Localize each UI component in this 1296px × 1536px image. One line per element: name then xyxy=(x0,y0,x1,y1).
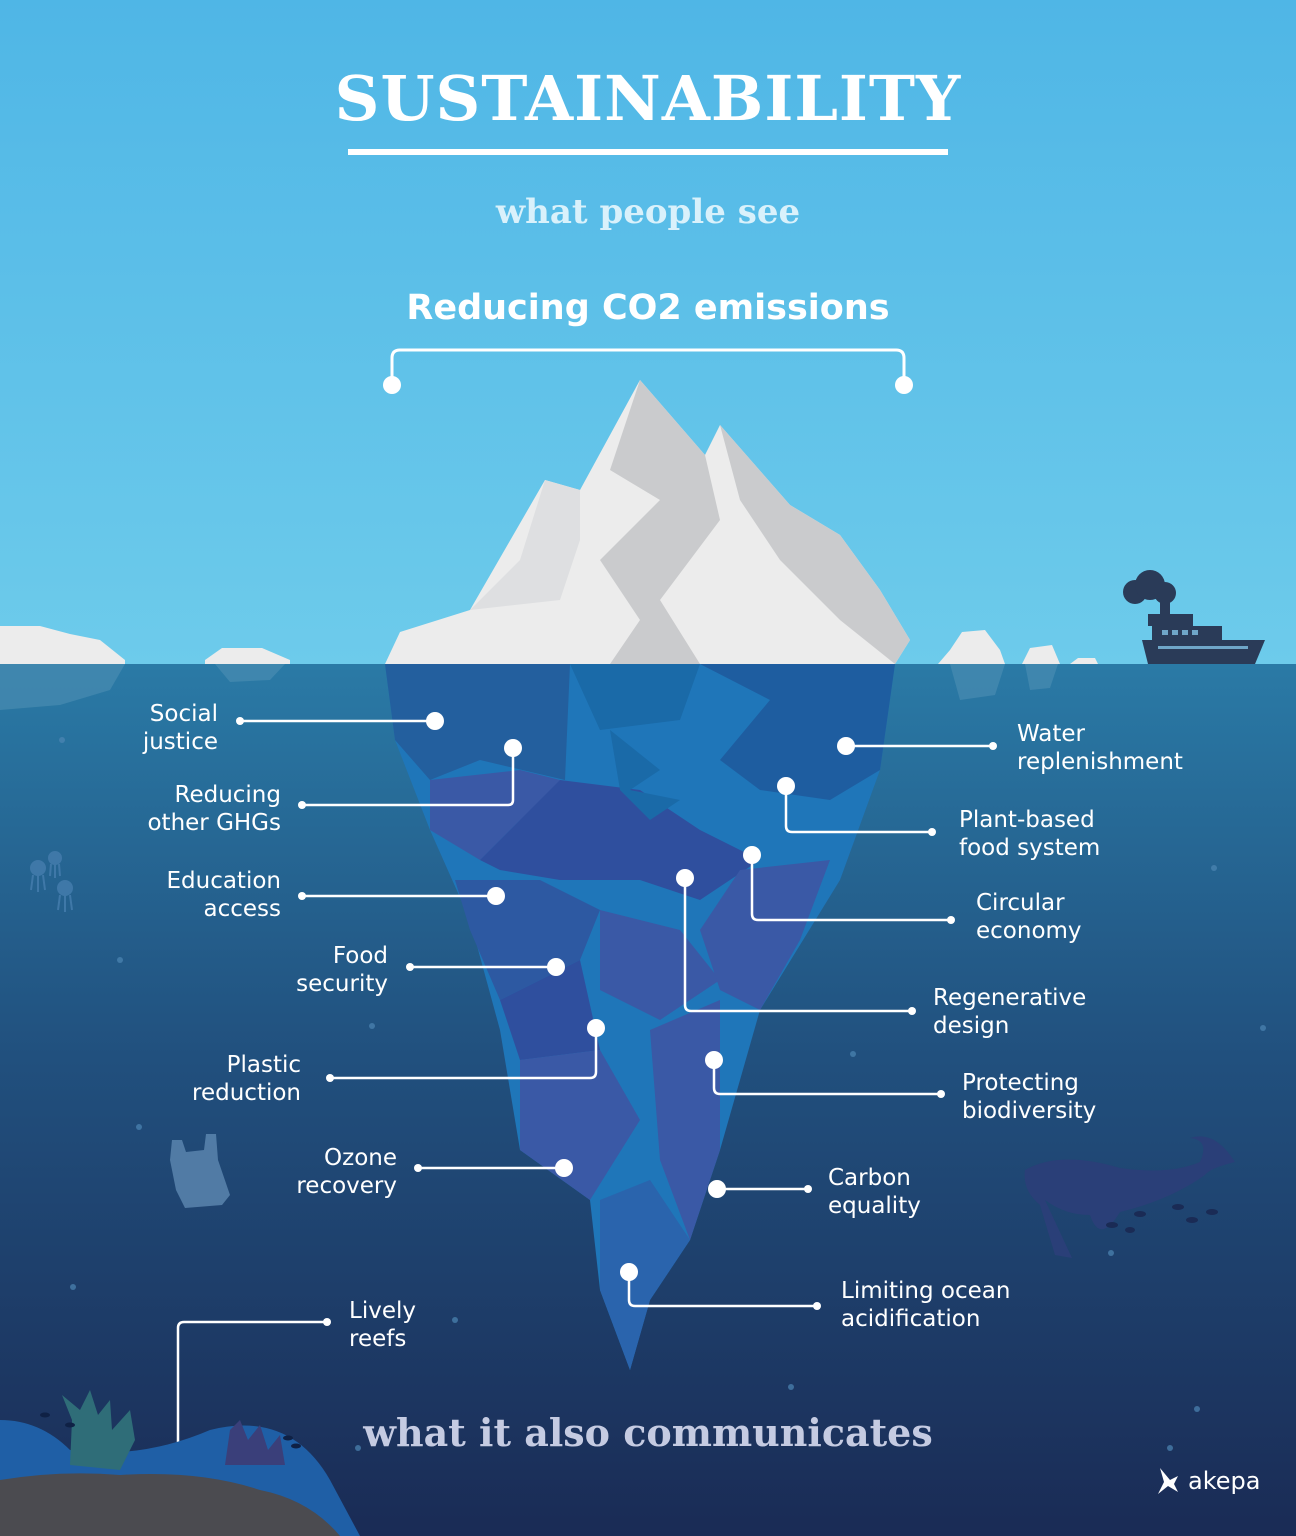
seabed xyxy=(0,1390,360,1536)
bracket-dot-right xyxy=(895,376,913,394)
title-underline xyxy=(348,149,948,155)
iceberg-tip xyxy=(385,380,910,664)
fish-school-icon xyxy=(1106,1204,1218,1233)
subtitle-what-people-see: what people see xyxy=(495,192,801,232)
visible-bracket xyxy=(390,348,906,385)
bubbles xyxy=(59,737,1266,1451)
jellyfish-icon xyxy=(30,851,73,912)
visible-tip-label: Reducing CO2 emissions xyxy=(406,288,890,328)
ship-windows xyxy=(1158,630,1248,649)
iceberg-underwater xyxy=(385,664,895,1370)
brand-logo: akepa xyxy=(1156,1466,1260,1496)
connectors xyxy=(176,719,993,1460)
plastic-bag-icon xyxy=(170,1134,230,1208)
page-title: SUSTAINABILITY xyxy=(334,62,962,135)
brand-name: akepa xyxy=(1188,1467,1261,1495)
reef-fish-icon xyxy=(40,1412,301,1449)
whale-icon xyxy=(1024,1136,1235,1258)
floating-ice-left xyxy=(0,626,290,710)
floating-ice-right xyxy=(938,630,1098,700)
bird-icon xyxy=(1158,1468,1178,1494)
bracket-dot-left xyxy=(383,376,401,394)
subtitle-what-it-communicates: what it also communicates xyxy=(363,1410,933,1455)
